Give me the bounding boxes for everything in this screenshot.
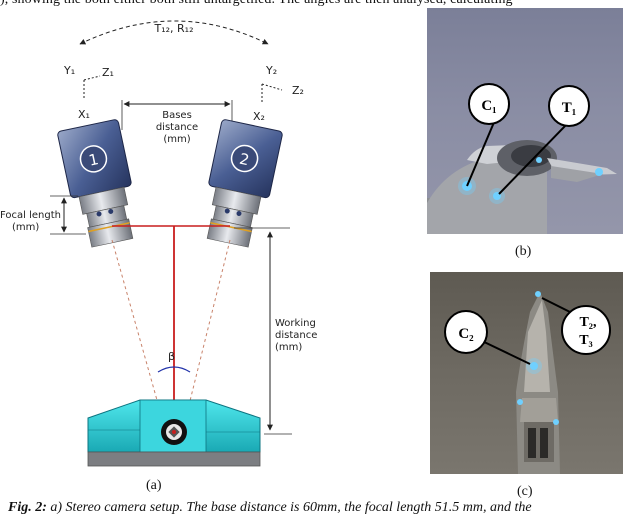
focal-label-2: (mm): [12, 222, 39, 233]
photo-c-t-label-1: T₂,: [579, 315, 596, 330]
cam2-x-label: X₂: [253, 110, 265, 123]
cam2-axes: Y₂ Z₂ X₂: [253, 64, 304, 123]
cam1-axes: Y₁ Z₁ X₁: [63, 64, 114, 121]
camera-1-number: 1: [87, 150, 100, 170]
working-label-2: distance: [275, 330, 317, 341]
camera-1: 1: [57, 119, 134, 248]
photo-b-c-label: C₁: [481, 98, 496, 114]
rotation-arc: [79, 20, 269, 45]
cam2-y-label: Y₂: [265, 64, 277, 77]
preceding-text-line: ), showing the both either both still un…: [0, 0, 640, 8]
panel-label-b: (b): [515, 244, 532, 259]
caption-text: a) Stereo camera setup. The base distanc…: [46, 500, 532, 515]
bases-label-3: (mm): [163, 134, 190, 145]
cam1-z-label: Z₁: [102, 66, 114, 79]
cam2-z-label: Z₂: [292, 84, 304, 97]
bases-label-2: distance: [156, 122, 198, 133]
target-object: [87, 399, 261, 467]
figure-number: Fig. 2:: [8, 500, 47, 515]
beta-label: β: [168, 350, 175, 363]
panel-label-c: (c): [517, 484, 533, 499]
bases-label-1: Bases: [162, 110, 192, 121]
photo-b: C₁ T₁: [427, 8, 623, 234]
transform-label: T₁₂, R₁₂: [154, 22, 194, 35]
stereo-setup-diagram: T₁₂, R₁₂ Y₁ Z₁ X₁ Y₂ Z₂ X₂ Bases distanc…: [0, 20, 317, 467]
beta-arc: [157, 366, 191, 373]
photo-c-t-label-2: T₃: [579, 333, 593, 348]
camera-2-number: 2: [238, 150, 251, 170]
cam1-y-label: Y₁: [63, 64, 75, 77]
panel-label-a: (a): [146, 478, 162, 493]
working-label-3: (mm): [275, 342, 302, 353]
focal-label-1: Focal length: [0, 210, 61, 221]
working-label-1: Working: [275, 318, 316, 329]
figure-caption: Fig. 2: a) Stereo camera setup. The base…: [8, 500, 640, 516]
photo-b-t-label: T₁: [562, 100, 577, 116]
cam1-x-label: X₁: [78, 108, 90, 121]
photo-c: C₂ T₂, T₃: [430, 272, 623, 474]
photo-c-c-label: C₂: [458, 326, 474, 342]
camera-2: 2: [206, 119, 283, 248]
